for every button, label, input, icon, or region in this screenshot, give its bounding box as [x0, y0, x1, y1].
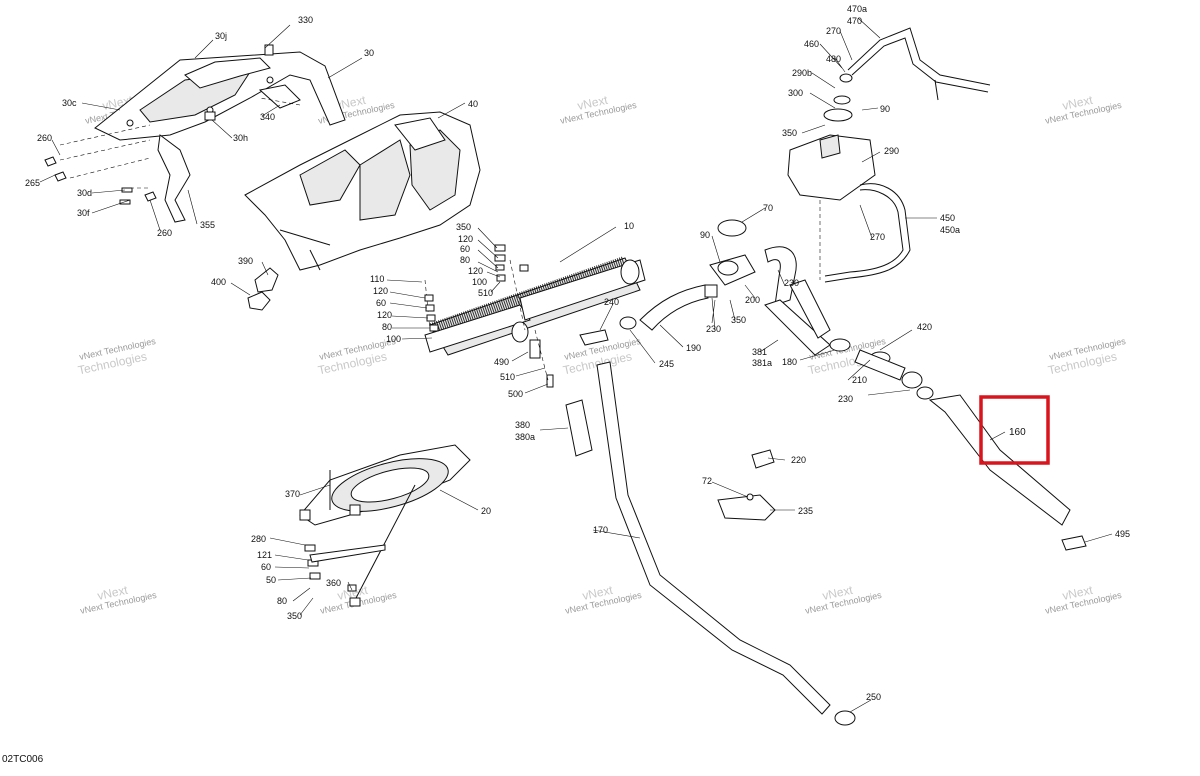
- callout-20: 20: [481, 506, 491, 516]
- callout-495: 495: [1115, 529, 1130, 539]
- callout-490: 490: [494, 357, 509, 367]
- callout-120: 120: [377, 310, 392, 320]
- callout-381a: 381a: [752, 358, 772, 368]
- callout-350: 350: [456, 222, 471, 232]
- callout-190: 190: [686, 343, 701, 353]
- callout-160: 160: [1009, 427, 1026, 438]
- watermark-large: vNext: [821, 583, 855, 603]
- callout-90: 90: [700, 230, 710, 240]
- callout-250: 250: [866, 692, 881, 702]
- callout-80: 80: [460, 255, 470, 265]
- callout-110: 110: [370, 274, 384, 284]
- callout-10: 10: [624, 221, 634, 231]
- fastener-390-400: [247, 267, 279, 311]
- callout-450a: 450a: [940, 225, 960, 235]
- callout-390: 390: [238, 256, 253, 266]
- cooling-fan: [299, 444, 471, 607]
- callout-355: 355: [200, 220, 215, 230]
- callout-120: 120: [373, 286, 388, 296]
- callout-270: 270: [870, 232, 885, 242]
- callout-230: 230: [706, 324, 721, 334]
- callout-260: 260: [37, 133, 52, 143]
- hoses-center: [565, 284, 856, 726]
- callout-30h: 30h: [233, 133, 248, 143]
- radiator: [424, 244, 646, 388]
- callout-350: 350: [782, 128, 797, 138]
- callout-30d: 30d: [77, 188, 92, 198]
- callout-labels: 30j 330 30 30c 260 265 30d 30f 260 355 3…: [25, 4, 1130, 702]
- callout-30c: 30c: [62, 98, 77, 108]
- callout-60: 60: [376, 298, 386, 308]
- callout-510: 510: [478, 288, 493, 298]
- callout-450: 450: [940, 213, 955, 223]
- callout-290b: 290b: [792, 68, 812, 78]
- callout-270: 270: [826, 26, 841, 36]
- callout-245: 245: [659, 359, 674, 369]
- highlighted-part-160[interactable]: 160: [979, 395, 1050, 465]
- callout-30f: 30f: [77, 208, 90, 218]
- callout-300: 300: [788, 88, 803, 98]
- callout-200: 200: [745, 295, 760, 305]
- callout-350: 350: [287, 611, 302, 621]
- callout-360: 360: [326, 578, 341, 588]
- callout-470a: 470a: [847, 4, 867, 14]
- callout-370: 370: [285, 489, 300, 499]
- callout-40: 40: [468, 99, 478, 109]
- expansion-tank: [787, 27, 991, 283]
- callout-340: 340: [260, 112, 275, 122]
- callout-170: 170: [593, 525, 608, 535]
- diagram-reference-code: 02TC006: [2, 754, 44, 765]
- callout-381: 381: [752, 347, 767, 357]
- callout-121: 121: [257, 550, 272, 560]
- callout-380a: 380a: [515, 432, 535, 442]
- callout-80: 80: [277, 596, 287, 606]
- callout-60: 60: [460, 244, 470, 254]
- callout-460: 460: [804, 39, 819, 49]
- callout-30j: 30j: [215, 31, 227, 41]
- callout-220: 220: [791, 455, 806, 465]
- callout-290: 290: [884, 146, 899, 156]
- watermark-large: vNext: [334, 93, 368, 113]
- callout-470: 470: [847, 16, 862, 26]
- callout-100: 100: [386, 334, 401, 344]
- callout-230: 230: [838, 394, 853, 404]
- callout-50: 50: [266, 575, 276, 585]
- callout-30: 30: [364, 48, 374, 58]
- callout-500: 500: [508, 389, 523, 399]
- callout-350: 350: [731, 315, 746, 325]
- callout-420: 420: [917, 322, 932, 332]
- callout-280: 280: [251, 534, 266, 544]
- callout-510: 510: [500, 372, 515, 382]
- leader-lines: [39, 17, 1113, 713]
- radiator-shroud: [244, 111, 481, 271]
- callout-240: 240: [604, 297, 619, 307]
- callout-60: 60: [261, 562, 271, 572]
- highlight-box: [979, 395, 1050, 465]
- callout-120: 120: [458, 234, 473, 244]
- callout-80: 80: [382, 322, 392, 332]
- watermark-large: vNext: [581, 583, 615, 603]
- callout-265: 265: [25, 178, 40, 188]
- callout-100: 100: [472, 277, 487, 287]
- callout-180: 180: [782, 357, 797, 367]
- callout-480: 480: [826, 54, 841, 64]
- watermark-large: vNext: [576, 93, 610, 113]
- radiator-support-bracket: [44, 44, 346, 223]
- watermark-large: vNext: [96, 583, 130, 603]
- callout-400: 400: [211, 277, 226, 287]
- callout-260: 260: [157, 228, 172, 238]
- watermark-large: vNext: [1061, 583, 1095, 603]
- callout-90: 90: [880, 104, 890, 114]
- callout-230: 230: [784, 278, 799, 288]
- callout-70: 70: [763, 203, 773, 213]
- callout-235: 235: [798, 506, 813, 516]
- callout-120: 120: [468, 266, 483, 276]
- callout-210: 210: [852, 375, 867, 385]
- callout-330: 330: [298, 15, 313, 25]
- callout-72: 72: [702, 476, 712, 486]
- watermark-large: vNext: [1061, 93, 1095, 113]
- callout-380: 380: [515, 420, 530, 430]
